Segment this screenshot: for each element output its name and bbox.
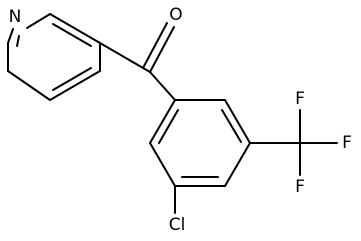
nitrogen-atom-label: N: [9, 7, 22, 27]
bond-b6-b1: [149, 99, 176, 144]
carbonyl-group: [99, 22, 176, 101]
bond-c1-n: [7, 28, 14, 44]
bond-c5-c6: [7, 70, 51, 101]
bond-b2-b3: [224, 99, 251, 144]
bond-b3-b4: [224, 142, 251, 187]
bond-b6-b1-inner: [158, 109, 179, 144]
bond-n-c2: [26, 13, 51, 29]
bond-c-o-1: [149, 26, 175, 73]
bond-c4-c5-inner: [52, 67, 92, 91]
bond-c2-c3: [49, 13, 101, 44]
benzene-ring: [149, 99, 251, 187]
bond-c1-n-inner: [16, 35, 20, 47]
fluorine-atom-label-right: F: [342, 133, 352, 153]
bond-ring-carbonyl: [99, 42, 151, 73]
substituents: [174, 109, 338, 214]
fluorine-atom-label-bottom: F: [295, 177, 305, 197]
bond-b5-b6: [149, 142, 176, 187]
bond-c4-c5: [49, 70, 101, 101]
oxygen-atom-label: O: [169, 5, 182, 25]
bond-c2-c3-inner: [52, 23, 92, 47]
fluorine-atom-label-top: F: [295, 89, 305, 109]
bond-carbonyl-benzene: [149, 71, 176, 101]
bond-c-o-2: [142, 22, 168, 69]
chlorine-atom-label: Cl: [169, 215, 186, 235]
bond-b2-b3-inner: [221, 109, 242, 143]
pyridine-ring: [7, 13, 101, 101]
